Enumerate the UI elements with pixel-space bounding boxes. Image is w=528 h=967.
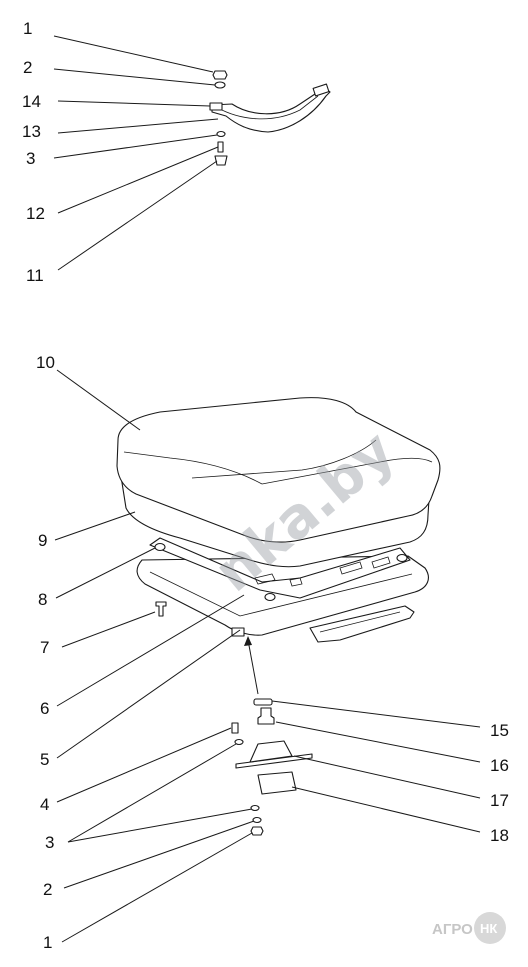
callout-label: 6 xyxy=(40,699,49,718)
logo-badge-icon xyxy=(474,912,506,944)
callout-label: 11 xyxy=(26,266,44,285)
bottom-mount-assembly xyxy=(231,698,313,836)
assembly-arrow xyxy=(247,639,259,695)
plate-bolt-front xyxy=(264,592,276,602)
callout-label: 13 xyxy=(22,122,41,141)
washer-top-small xyxy=(216,130,226,138)
callout-label: 17 xyxy=(490,791,509,810)
callout-label: 10 xyxy=(36,353,55,372)
callout-label: 9 xyxy=(38,531,47,550)
logo-text: АГРО xyxy=(432,921,473,938)
callout-label: 1 xyxy=(43,933,52,952)
callout-label: 2 xyxy=(23,58,32,77)
callout-label: 8 xyxy=(38,590,47,609)
callout-label: 16 xyxy=(490,756,509,775)
stud-bolt xyxy=(257,707,275,725)
bushing-top xyxy=(214,155,228,166)
nut-top xyxy=(212,70,228,80)
callout-label: 18 xyxy=(490,826,509,845)
bracket-dome xyxy=(249,740,293,763)
callout-label: 14 xyxy=(22,92,41,111)
bolt-top xyxy=(217,141,224,153)
plate-bolt-left xyxy=(154,542,166,552)
callout-labels: 1 2 14 13 3 12 11 10 9 8 7 6 5 4 3 2 1 1… xyxy=(22,19,509,952)
washer-top xyxy=(214,81,226,89)
nut-bottom xyxy=(250,826,264,836)
cushion-top xyxy=(116,397,441,543)
strap-end-right xyxy=(312,83,330,97)
callout-label: 7 xyxy=(40,638,49,657)
callout-label: 12 xyxy=(26,204,45,223)
washer-bottom xyxy=(250,804,260,812)
brand-logo: АГРО НК xyxy=(432,912,506,944)
seat-assembly xyxy=(116,397,441,695)
bolt-small xyxy=(231,722,239,734)
callout-label: 5 xyxy=(40,750,49,769)
plate-slot-2 xyxy=(289,577,303,587)
callout-label: 1 xyxy=(23,19,32,38)
plate-slot-4 xyxy=(371,556,391,569)
top-strap-assembly xyxy=(209,70,331,166)
strap-end-left xyxy=(209,102,223,111)
pin xyxy=(253,698,273,706)
plate-slot-3 xyxy=(339,561,363,575)
adjustment-plate xyxy=(149,537,411,599)
plate-slot-1 xyxy=(254,573,276,585)
callout-label: 3 xyxy=(26,149,35,168)
washer-lower xyxy=(234,738,244,746)
bolt-side xyxy=(155,601,167,617)
leader-lines xyxy=(53,35,481,943)
rubber-pad xyxy=(257,771,297,795)
callout-label: 15 xyxy=(490,721,509,740)
strap xyxy=(211,85,331,133)
spring-washer-bottom xyxy=(252,816,262,824)
callout-label: 3 xyxy=(45,833,54,852)
callout-label: 4 xyxy=(40,795,49,814)
callout-label: 2 xyxy=(43,880,52,899)
assembly-arrowhead xyxy=(244,636,252,646)
mount-bracket xyxy=(235,753,313,769)
logo-badge-text: НК xyxy=(480,921,497,936)
plate-bolt-right xyxy=(396,553,408,563)
